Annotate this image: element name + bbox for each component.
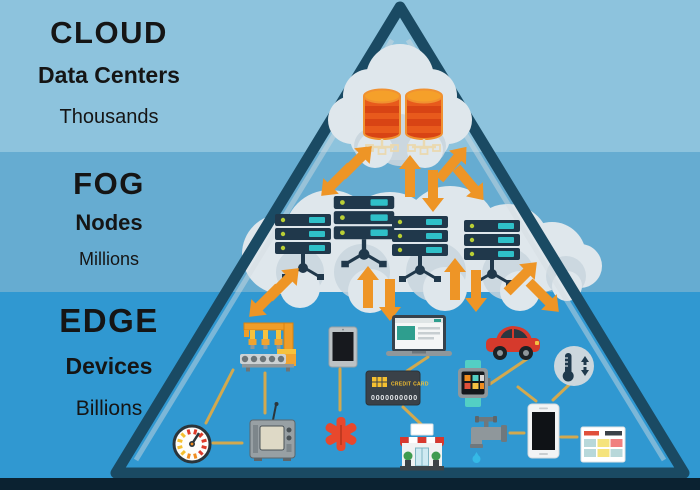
svg-text:CREDIT CARD: CREDIT CARD [391, 382, 429, 388]
edge-tier-scale: Billions [75, 397, 143, 420]
credit-card-icon: CREDIT CARD 0000000000 [365, 370, 429, 406]
edge-tier-title: EDGE [59, 302, 159, 339]
fog-tier-scale: Millions [78, 249, 139, 269]
thermometer-icon [554, 346, 594, 386]
footer-strip [0, 478, 700, 490]
tv-icon [249, 402, 296, 461]
cloud-tier-subtitle: Data Centers [38, 62, 180, 88]
smartphone-icon [527, 403, 560, 459]
svg-text:0000000000: 0000000000 [371, 395, 418, 402]
car-icon [486, 326, 540, 360]
laptop-icon [386, 315, 452, 356]
store-icon [400, 423, 444, 471]
factory-machine-icon [240, 322, 296, 372]
gauge-icon [172, 424, 212, 464]
gauge-ticks [177, 429, 207, 459]
fog-tier-title: FOG [73, 166, 145, 201]
fog-tier-subtitle: Nodes [75, 210, 143, 235]
tablet-icon [328, 326, 358, 368]
pyramid-outline [110, 1, 690, 479]
database-icon [404, 88, 444, 156]
cloud-tier-labels: CLOUD Data Centers Thousands [0, 17, 218, 127]
cloud-tier-scale: Thousands [59, 106, 159, 128]
smartwatch-icon [458, 360, 491, 407]
browser-window-icon [580, 426, 626, 463]
medical-star-icon [325, 417, 357, 451]
edge-tier-labels: EDGE Devices Billions [0, 304, 218, 419]
database-icon [362, 88, 402, 156]
fog-tier-labels: FOG Nodes Millions [0, 168, 218, 268]
edge-network-lines [204, 355, 579, 445]
edge-tier-subtitle: Devices [65, 353, 153, 379]
cloud-tier-title: CLOUD [50, 15, 168, 50]
faucet-icon [470, 416, 507, 463]
